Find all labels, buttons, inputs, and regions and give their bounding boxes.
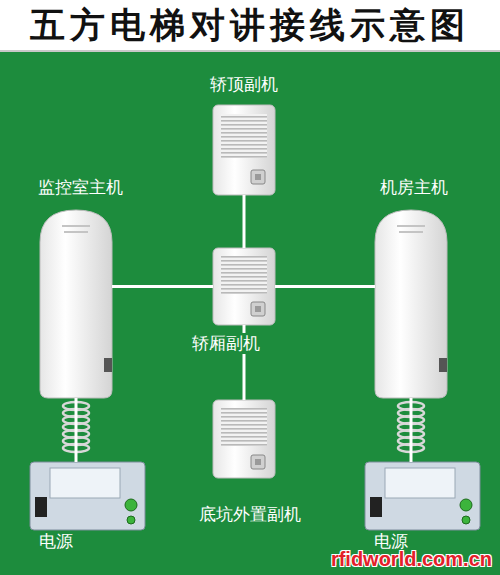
device-node: 底坑外置副机 xyxy=(213,400,275,478)
label-text: 轿厢副机 xyxy=(192,333,260,354)
label-text: 机房主机 xyxy=(380,177,448,198)
device-label: 底坑外置副机 xyxy=(196,504,304,525)
device-label: 轿顶副机 xyxy=(207,74,281,95)
diagram-title: 五方电梯对讲接线示意图 xyxy=(30,2,470,49)
label-text: 底坑外置副机 xyxy=(199,504,301,525)
watermark: rfidworld.com.cn xyxy=(331,548,492,571)
label-text: 电源 xyxy=(39,531,73,552)
device-label: 轿厢副机 xyxy=(189,333,263,354)
device-node: 轿厢副机 xyxy=(213,248,275,325)
label-text: 监控室主机 xyxy=(38,177,123,198)
title-bar: 五方电梯对讲接线示意图 xyxy=(0,0,500,52)
wire-connector xyxy=(410,398,413,462)
sub-unit-car xyxy=(213,248,275,325)
wire-connector xyxy=(112,285,213,288)
label-text: 轿顶副机 xyxy=(210,74,278,95)
wire-connector xyxy=(275,285,375,288)
wire-connector xyxy=(75,398,78,462)
wire-connector xyxy=(243,195,246,248)
device-node: 电源 xyxy=(365,462,480,530)
device-node: 电源 xyxy=(30,462,145,530)
device-label: 监控室主机 xyxy=(35,177,126,198)
device-label: 机房主机 xyxy=(377,177,451,198)
power-box-right xyxy=(365,462,480,530)
device-node: 监控室主机 xyxy=(40,210,112,398)
device-node: 轿顶副机 xyxy=(213,105,275,195)
sub-unit-top xyxy=(213,105,275,195)
device-node: 机房主机 xyxy=(375,210,447,398)
device-label: 电源 xyxy=(36,531,76,552)
sub-unit-pit xyxy=(213,400,275,478)
power-box-left xyxy=(30,462,145,530)
